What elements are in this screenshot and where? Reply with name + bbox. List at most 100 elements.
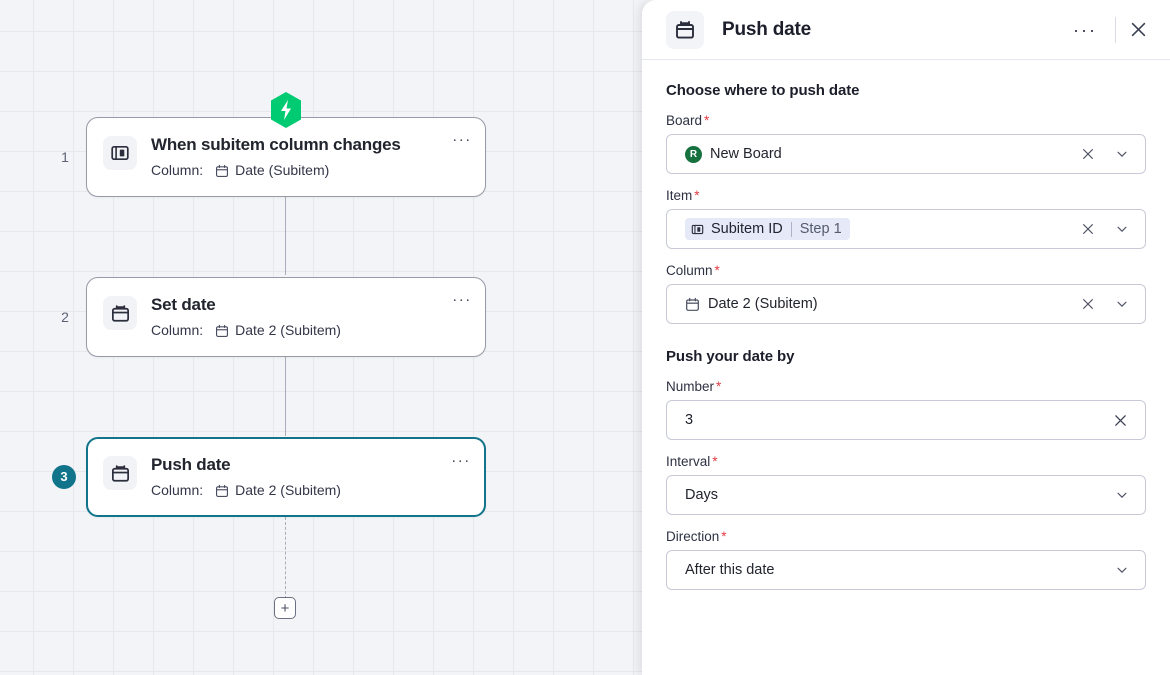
calendar-icon <box>103 296 137 330</box>
action-card-set-date[interactable]: Set date Column: <box>86 277 486 357</box>
interval-chevron-down-icon[interactable] <box>1109 482 1135 508</box>
field-board: Board* R New Board <box>666 113 1146 174</box>
card-sub-label: Column: <box>151 162 204 178</box>
board-column-icon <box>103 136 137 170</box>
field-interval: Interval* Days <box>666 454 1146 515</box>
board-avatar: R <box>685 145 702 163</box>
card-body: When subitem column changes Column: <box>151 134 471 180</box>
board-select[interactable]: R New Board <box>666 134 1146 174</box>
label-text: Column <box>666 263 713 278</box>
card-title: Set date <box>151 295 216 314</box>
card-menu-button[interactable]: ··· <box>452 290 472 308</box>
card-sub-value: Date 2 (Subitem) <box>235 322 341 338</box>
card-menu-button[interactable]: ··· <box>451 451 471 469</box>
interval-select[interactable]: Days <box>666 475 1146 515</box>
direction-select-value: After this date <box>685 562 775 578</box>
field-label-direction: Direction* <box>666 529 1146 544</box>
field-item: Item* Subitem ID <box>666 188 1146 249</box>
action-card-push-date[interactable]: Push date Column: <box>86 437 486 517</box>
panel-title: Push date <box>722 18 811 40</box>
required-marker: * <box>721 529 727 544</box>
field-label-interval: Interval* <box>666 454 1146 469</box>
label-text: Direction <box>666 529 720 544</box>
workflow-node-2[interactable]: 2 Set date Column: <box>61 277 486 357</box>
step-number-3: 3 <box>52 465 76 489</box>
board-select-value: R New Board <box>685 145 1067 163</box>
field-direction: Direction* After this date <box>666 529 1146 590</box>
field-label-column: Column* <box>666 263 1146 278</box>
item-select-value: Subitem ID Step 1 <box>685 218 1067 240</box>
card-sub-value-wrap: Date 2 (Subitem) <box>215 481 341 500</box>
required-marker: * <box>694 188 700 203</box>
connector-1-2 <box>285 193 286 275</box>
label-text: Number <box>666 379 715 394</box>
connector-2-3 <box>285 356 286 436</box>
interval-select-value: Days <box>685 487 719 503</box>
workflow-canvas[interactable]: 1 When subitem column changes <box>0 0 645 675</box>
board-chevron-down-icon[interactable] <box>1109 141 1135 167</box>
card-body: Push date Column: <box>151 454 471 500</box>
calendar-icon <box>215 324 229 338</box>
column-name: Date 2 (Subitem) <box>708 296 818 312</box>
label-text: Interval <box>666 454 711 469</box>
panel-body: Choose where to push date Board* R New B… <box>642 60 1170 675</box>
required-marker: * <box>712 454 718 469</box>
label-text: Board <box>666 113 703 128</box>
header-divider <box>1115 16 1116 43</box>
card-body: Set date Column: <box>151 294 471 340</box>
card-sub-value-wrap: Date (Subitem) <box>215 161 329 180</box>
card-title: Push date <box>151 455 231 474</box>
card-sub-label: Column: <box>151 482 204 498</box>
card-subtitle: Column: Date 2 (Subitem) <box>151 481 471 500</box>
push-date-calendar-icon <box>103 456 137 490</box>
card-sub-value: Date (Subitem) <box>235 162 330 178</box>
card-subtitle: Column: Date (Subitem) <box>151 161 471 180</box>
section-heading-push-by: Push your date by <box>666 348 795 365</box>
board-clear-icon[interactable] <box>1075 141 1101 167</box>
calendar-icon <box>685 297 700 312</box>
calendar-icon <box>215 484 229 498</box>
section-heading-where: Choose where to push date <box>666 82 860 99</box>
column-select[interactable]: Date 2 (Subitem) <box>666 284 1146 324</box>
direction-select[interactable]: After this date <box>666 550 1146 590</box>
card-menu-button[interactable]: ··· <box>452 130 472 148</box>
required-marker: * <box>704 113 710 128</box>
item-token-step: Step 1 <box>799 221 842 237</box>
close-icon[interactable] <box>1124 16 1152 44</box>
step-number-1: 1 <box>61 149 69 165</box>
required-marker: * <box>714 263 720 278</box>
trigger-card[interactable]: When subitem column changes Column: <box>86 92 486 197</box>
item-clear-icon[interactable] <box>1075 216 1101 242</box>
connector-3-add <box>285 517 286 599</box>
column-clear-icon[interactable] <box>1075 291 1101 317</box>
push-date-config-panel: Push date ··· Choose where to push date … <box>642 0 1170 675</box>
number-input[interactable]: 3 <box>666 400 1146 440</box>
push-date-calendar-icon <box>666 10 704 49</box>
card-subtitle: Column: Date 2 (Subitem) <box>151 321 471 340</box>
number-input-value[interactable]: 3 <box>685 412 694 428</box>
column-chevron-down-icon[interactable] <box>1109 291 1135 317</box>
workflow-node-1[interactable]: 1 When subitem column changes <box>61 92 486 197</box>
workflow-node-3[interactable]: 3 Push date Column: <box>52 437 486 517</box>
card-sub-label: Column: <box>151 322 204 338</box>
item-token[interactable]: Subitem ID Step 1 <box>685 218 850 240</box>
field-column: Column* Date 2 (Subitem) <box>666 263 1146 324</box>
item-chevron-down-icon[interactable] <box>1109 216 1135 242</box>
calendar-icon <box>215 164 229 178</box>
number-clear-icon[interactable] <box>1107 407 1133 433</box>
item-select[interactable]: Subitem ID Step 1 <box>666 209 1146 249</box>
card-sub-value-wrap: Date 2 (Subitem) <box>215 321 341 340</box>
panel-header: Push date ··· <box>642 0 1170 60</box>
direction-chevron-down-icon[interactable] <box>1109 557 1135 583</box>
board-name: New Board <box>710 146 782 162</box>
label-text: Item <box>666 188 693 203</box>
field-label-board: Board* <box>666 113 1146 128</box>
required-marker: * <box>716 379 722 394</box>
panel-more-menu-button[interactable]: ··· <box>1073 19 1097 40</box>
field-number: Number* 3 <box>666 379 1146 440</box>
step-number-2: 2 <box>61 309 69 325</box>
field-label-number: Number* <box>666 379 1146 394</box>
add-step-button[interactable]: + <box>274 597 296 619</box>
card-title: When subitem column changes <box>151 135 401 154</box>
